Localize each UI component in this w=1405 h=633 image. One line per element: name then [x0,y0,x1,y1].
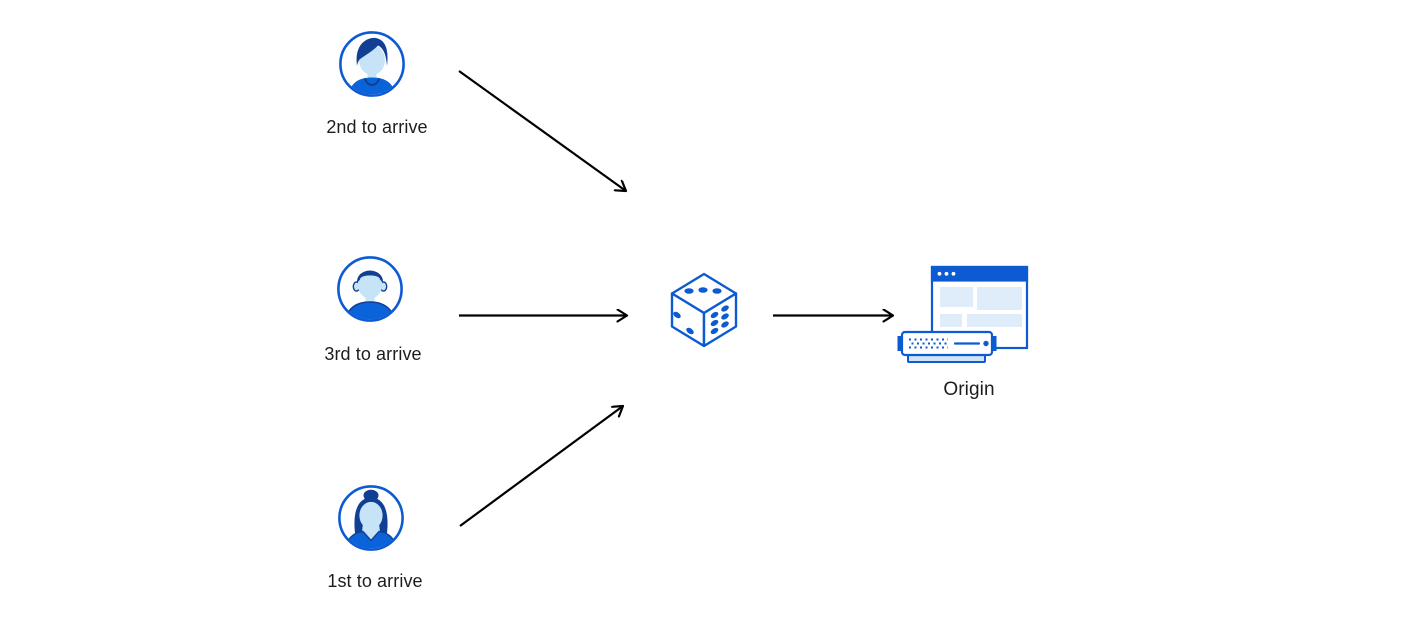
server-icon [897,330,997,363]
dice-pips [673,287,729,335]
user-second-label: 2nd to arrive [326,117,428,137]
dice-icon [669,272,739,352]
origin-label: Origin [943,379,995,400]
man-swept-hair-avatar-icon [339,31,405,97]
woman-bun-hair-avatar-icon [338,485,404,551]
man-flat-hair-avatar-icon [337,256,403,322]
arrow-user-second-to-dice [458,70,626,191]
arrow-user-first-to-dice [459,406,623,527]
user-first-node [336,483,406,558]
user-third-node [335,254,405,329]
dice-svg [670,272,738,348]
origin-svg [897,265,1029,363]
user-second-node [337,29,407,104]
origin-icon [896,262,1030,371]
user-third-label: 3rd to arrive [324,344,422,364]
user-first-label: 1st to arrive [327,571,423,591]
